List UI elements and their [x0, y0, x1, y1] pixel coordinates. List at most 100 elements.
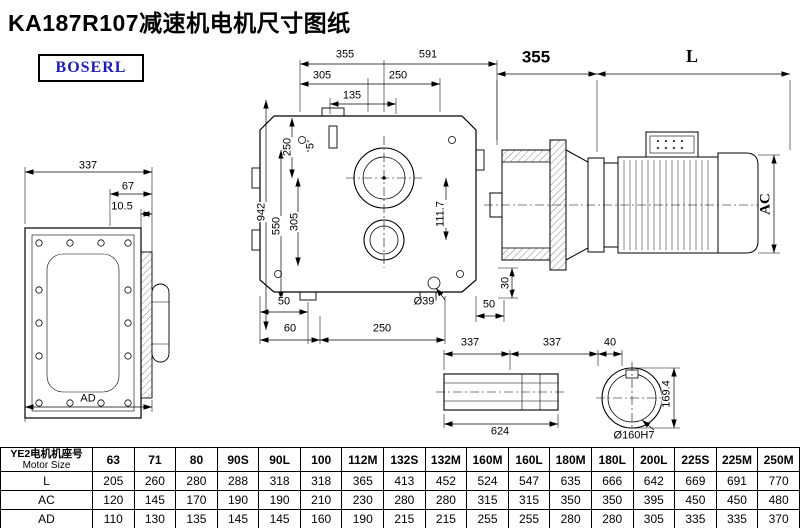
dimension-value-cell: 255 [507, 509, 551, 528]
dim-shaft-337-a: 337 [459, 336, 481, 349]
dim-main-top-591: 591 [417, 48, 439, 61]
dimension-value-cell: 413 [383, 471, 426, 492]
motor-size-column-header: 225M [715, 446, 759, 473]
dimension-value-cell: 280 [175, 471, 218, 492]
dim-endview-169-4: 169.4 [660, 379, 673, 409]
motor-size-column-header: 112M [341, 446, 385, 473]
dim-shaft-40: 40 [602, 336, 618, 349]
dim-main-top-250: 250 [387, 69, 409, 82]
boserl-logo: BOSERL [38, 54, 144, 82]
dim-shaft-337-b: 337 [541, 336, 563, 349]
motor-size-column-header: 63 [92, 446, 135, 473]
dim-main-top-355: 355 [334, 48, 356, 61]
motor-size-column-header: 90L [258, 446, 301, 473]
dimension-value-cell: 305 [632, 509, 676, 528]
dimension-value-cell: 450 [715, 490, 759, 511]
motor-size-column-header: 180M [549, 446, 592, 473]
dimension-value-cell: 210 [299, 490, 343, 511]
dimension-value-cell: 145 [216, 509, 260, 528]
dimension-value-cell: 280 [424, 490, 468, 511]
dim-main-left-942: 942 [255, 201, 268, 223]
row-label: AC [0, 490, 93, 511]
dimension-value-cell: 190 [216, 490, 260, 511]
motor-size-header-cell: YE2电机机座号 Motor Size [0, 446, 93, 473]
dimension-value-cell: 130 [133, 509, 177, 528]
motor-size-column-header: 80 [175, 446, 218, 473]
motor-size-column-header: 250M [757, 446, 800, 473]
dim-main-bottom-250: 250 [371, 322, 393, 335]
dimension-value-cell: 524 [466, 471, 509, 492]
dim-main-left-250: 250 [281, 136, 294, 158]
row-label: AD [0, 509, 93, 528]
dim-main-left-305: 305 [288, 211, 301, 233]
dimension-value-cell: 315 [466, 490, 509, 511]
dimension-value-cell: 395 [632, 490, 676, 511]
dimension-value-cell: 190 [258, 490, 301, 511]
dimension-value-cell: 288 [216, 471, 260, 492]
dimension-value-cell: 230 [341, 490, 385, 511]
dimension-value-cell: 160 [299, 509, 343, 528]
dimension-value-cell: 450 [674, 490, 717, 511]
dimension-value-cell: 635 [549, 471, 592, 492]
dimension-value-cell: 666 [590, 471, 634, 492]
dim-right-L: L [684, 46, 700, 66]
motor-size-column-header: 160M [466, 446, 509, 473]
dim-leftview-67: 67 [120, 180, 136, 193]
dimension-value-cell: 135 [175, 509, 218, 528]
dim-main-dia-39: Ø39 [412, 295, 436, 308]
dim-main-bottom-50: 50 [276, 295, 292, 308]
motor-size-column-header: 90S [216, 446, 260, 473]
motor-size-column-header: 71 [133, 446, 177, 473]
motor-size-column-header: 132S [383, 446, 426, 473]
dimension-value-cell: 215 [424, 509, 468, 528]
dimension-value-cell: 315 [507, 490, 551, 511]
dimension-value-cell: 120 [92, 490, 135, 511]
dimension-value-cell: 145 [258, 509, 301, 528]
dimension-value-cell: 365 [341, 471, 385, 492]
dim-main-right-50: 50 [481, 298, 497, 311]
motor-size-column-header: 132M [424, 446, 468, 473]
dimension-value-cell: 480 [757, 490, 800, 511]
dimension-value-cell: 642 [632, 471, 676, 492]
dimension-value-cell: 280 [590, 509, 634, 528]
dim-right-AC: AC [757, 192, 774, 216]
motor-size-label-cn: YE2电机机座号 [10, 448, 83, 460]
motor-size-column-header: 200L [632, 446, 676, 473]
dim-main-left-550: 550 [270, 215, 283, 237]
motor-size-column-header: 100 [299, 446, 343, 473]
dimension-value-cell: 452 [424, 471, 468, 492]
dimension-value-cell: 669 [674, 471, 717, 492]
dim-main-bottom-60: 60 [282, 322, 298, 335]
dimension-value-cell: 370 [757, 509, 800, 528]
dimension-value-cell: 318 [258, 471, 301, 492]
motor-size-column-header: 225S [674, 446, 717, 473]
dim-main-top-305: 305 [311, 69, 333, 82]
dimension-value-cell: 215 [383, 509, 426, 528]
dim-main-right-30: 30 [499, 275, 512, 291]
dimension-value-cell: 280 [549, 509, 592, 528]
dim-main-top-135: 135 [341, 89, 363, 102]
dimension-value-cell: 350 [549, 490, 592, 511]
dimension-value-cell: 691 [715, 471, 759, 492]
dimension-value-cell: 335 [715, 509, 759, 528]
dim-shaft-624: 624 [489, 425, 511, 438]
boserl-logo-text: BOSERL [55, 59, 127, 76]
dim-right-355: 355 [520, 47, 552, 67]
dim-leftview-AD: AD [79, 392, 97, 405]
dimension-value-cell: 318 [299, 471, 343, 492]
dim-leftview-337: 337 [77, 159, 99, 172]
page-title: KA187R107减速机电机尺寸图纸 [8, 10, 351, 36]
dim-main-left-5: 5 [304, 141, 317, 151]
dim-main-right-111-7: 111.7 [434, 200, 447, 228]
dimension-value-cell: 255 [466, 509, 509, 528]
dimension-value-cell: 547 [507, 471, 551, 492]
dimension-value-cell: 260 [133, 471, 177, 492]
